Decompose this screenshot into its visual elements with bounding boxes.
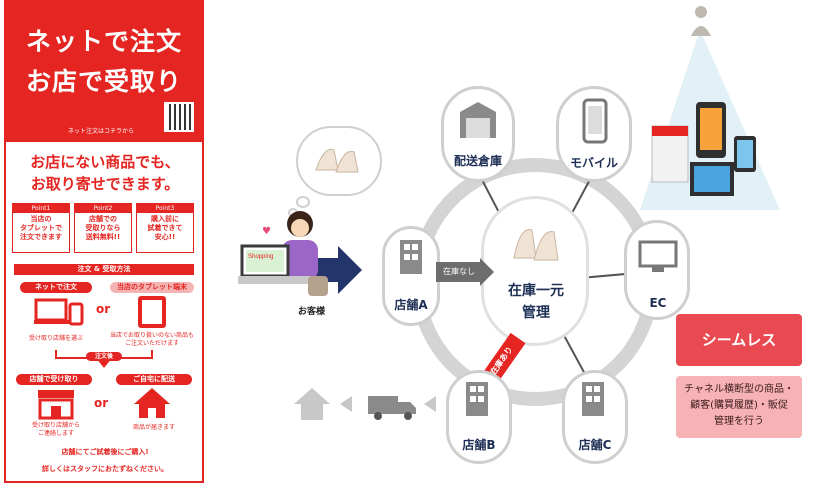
high-heels-icon-center	[513, 229, 559, 261]
point-text: 購入前に 試着できて 安心!!	[147, 215, 183, 241]
center-label-2: 管理	[522, 305, 550, 321]
high-heels-icon	[315, 148, 359, 173]
store-a-label: 店舗A	[394, 298, 428, 312]
ec-label: EC	[649, 296, 667, 310]
seamless-box: シームレス	[676, 314, 802, 366]
receive-caption: 受け取り店舗から ご連絡します	[31, 422, 80, 437]
no-stock-tag: 在庫なし	[436, 262, 482, 282]
store-c-label: 店舗C	[578, 438, 612, 452]
tablet-caption: 当店でお取り扱いのない商品もご注文いただけます	[109, 332, 194, 347]
flow-title: 注文 & 受取方法	[14, 264, 194, 275]
center-label-1: 在庫一元	[508, 283, 564, 299]
building-icon	[400, 240, 422, 274]
shop-devices-icon	[651, 102, 756, 196]
house-icon-delivery	[294, 388, 330, 420]
arrival-pill: 注文後	[86, 352, 122, 361]
or-text-2: or	[94, 396, 109, 410]
desc-line-1: チャネル横断型の商品・	[684, 384, 794, 395]
point-card-3: Point3 購入前に 試着できて 安心!!	[136, 203, 194, 253]
catch-line-2: お取り寄せできます。	[30, 175, 180, 193]
qr-note: ネット注文はコチラから	[68, 128, 135, 135]
point-tag: Point2	[75, 204, 131, 213]
smartphone-icon	[582, 98, 608, 144]
point-tag: Point1	[13, 204, 69, 213]
poster-header: ネットで注文 お店で受取り ネット注文はコチラから	[6, 2, 202, 142]
building-icon-b	[466, 382, 488, 416]
or-text: or	[96, 302, 111, 316]
point-text: 当店の タブレットで 注文できます	[20, 215, 62, 241]
store-icon	[38, 390, 74, 420]
mobile-label: モバイル	[569, 156, 618, 170]
arrow-right-icon-grey	[480, 258, 494, 286]
net-caption: 受け取り店舗を選ぶ	[28, 335, 83, 342]
thought-bubble	[296, 126, 382, 196]
laptop-screen-text: Shopping	[248, 254, 273, 260]
truck-icon	[368, 396, 416, 420]
deliver-home-pill: ご自宅に配送	[116, 374, 192, 385]
receive-store-pill: 店舗で受け取り	[16, 374, 92, 385]
footer-line-1: 店舗にてご試着後にご購入!	[61, 448, 149, 456]
monitor-icon	[638, 240, 678, 272]
qr-code-icon[interactable]	[164, 102, 194, 132]
point-card-1: Point1 当店の タブレットで 注文できます	[12, 203, 70, 253]
footer-line-2: 詳しくはスタッフにおたずねください。	[42, 465, 168, 473]
warehouse-icon	[460, 102, 496, 138]
store-poster: ネットで注文 お店で受取り ネット注文はコチラから お店にない商品でも、 お取り…	[4, 0, 204, 483]
point-text: 店舗での 受取りなら 送料無料!!	[85, 215, 121, 241]
thought-dot	[296, 196, 310, 208]
heart-icon: ♥	[262, 226, 271, 237]
point-card-2: Point2 店舗での 受取りなら 送料無料!!	[74, 203, 132, 253]
arrow-left-icon	[424, 396, 436, 412]
catch-line-1: お店にない商品でも、	[30, 153, 180, 171]
order-tablet-pill: 当店のタブレット端末	[110, 282, 194, 293]
deliver-caption: 商品が届きます	[132, 424, 175, 431]
store-b-label: 店舗B	[462, 438, 496, 452]
order-net-pill: ネットで注文	[20, 282, 92, 293]
center-inventory-node[interactable]	[481, 196, 589, 346]
spotlight-icon	[691, 6, 711, 36]
poster-headline-1: ネットで注文	[25, 27, 182, 56]
seamless-description: チャネル横断型の商品・ 顧客(購買履歴)・販促 管理を行う	[676, 376, 802, 438]
customer-label: お客様	[298, 307, 326, 317]
poster-headline-2: お店で受取り	[25, 67, 182, 96]
warehouse-label: 配送倉庫	[453, 154, 502, 168]
desc-line-2: 顧客(購買履歴)・販促	[690, 400, 788, 411]
desc-line-3: 管理を行う	[714, 416, 764, 427]
arrow-left-icon-2	[340, 396, 352, 412]
building-icon-c	[582, 382, 604, 416]
laptop-phone-icon	[34, 298, 84, 326]
customer-illustration: Shopping ♥	[238, 211, 328, 296]
point-tag: Point3	[137, 204, 193, 213]
house-icon	[134, 388, 170, 418]
tablet-icon	[138, 296, 166, 328]
